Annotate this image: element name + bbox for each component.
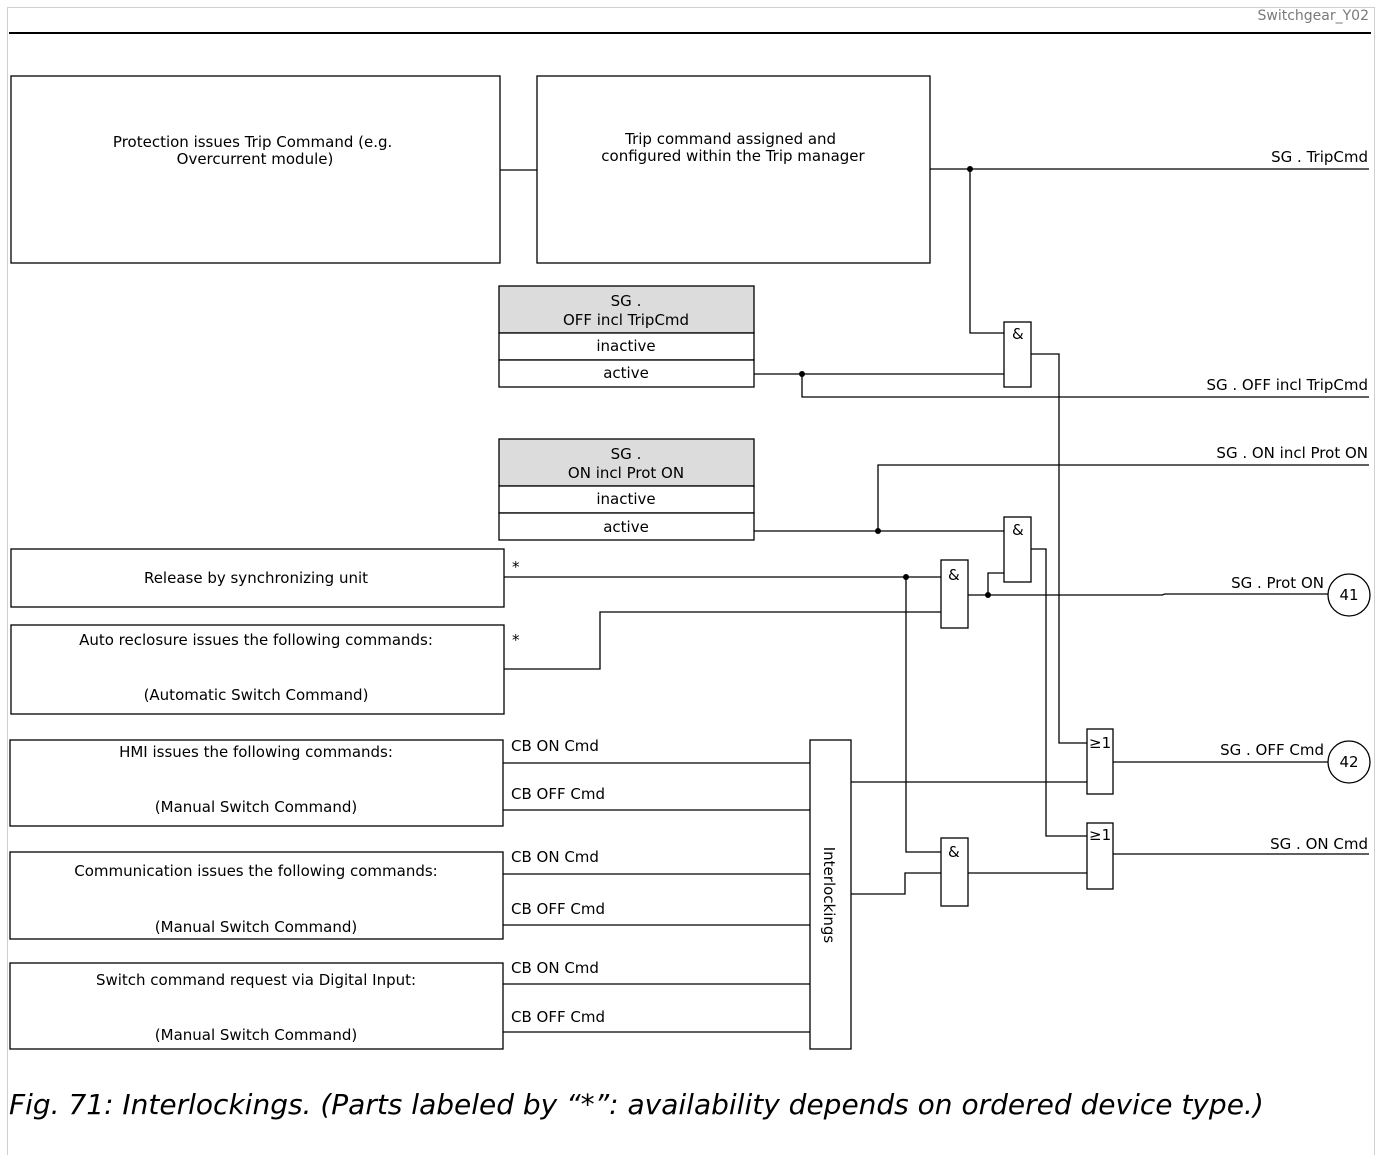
junction-dot (903, 574, 909, 580)
param-off-option-active: active (603, 364, 649, 382)
comm-cb-off-label: CB OFF Cmd (511, 900, 605, 918)
protection-text-line1: Protection issues Trip Command (e.g. (113, 133, 392, 151)
wire-and-release-to-and-prot-on (987, 572, 1004, 595)
protection-text: Protection issues Trip Command (e.g. Ove… (113, 133, 397, 168)
release-sync-text: Release by synchronizing unit (144, 569, 368, 587)
reference-42-label: 42 (1339, 753, 1358, 771)
auto-reclosure-sub: (Automatic Switch Command) (144, 686, 369, 704)
wire-tripcmd-to-and (969, 169, 1004, 334)
di-sub: (Manual Switch Command) (155, 1026, 357, 1044)
param-on-option-active: active (603, 518, 649, 536)
hmi-sub: (Manual Switch Command) (155, 798, 357, 816)
and-gate-release-symbol: & (948, 566, 960, 584)
protection-block (10, 75, 501, 264)
param-off-title-line1: SG . (611, 292, 642, 310)
interlockings-label: Interlockings (820, 847, 838, 944)
and-gate-interlock (940, 837, 969, 907)
header-rule (9, 32, 1371, 34)
interlockings-block (809, 739, 852, 1050)
param-off-title-line2: OFF incl TripCmd (563, 311, 689, 329)
di-title: Switch command request via Digital Input… (96, 971, 416, 989)
signal-on-incl-prot-on: SG . ON incl Prot ON (1216, 444, 1368, 462)
param-off-incl-tripcmd-option-inactive (498, 332, 755, 361)
param-on-title-line2: ON incl Prot ON (568, 464, 684, 482)
signal-prot-on: SG . Prot ON (1231, 574, 1324, 592)
and-gate-interlock-symbol: & (948, 843, 960, 861)
wire-and-prot-on-to-or-on (1031, 548, 1087, 837)
signal-tripcmd: SG . TripCmd (1271, 148, 1368, 166)
or-gate-on (1086, 822, 1114, 890)
junction-dot (985, 592, 991, 598)
junction-dot (967, 166, 973, 172)
trip-manager-text-line1: Trip command assigned and (624, 130, 836, 148)
wire-and-release-out (968, 593, 1328, 596)
signal-off-cmd: SG . OFF Cmd (1220, 741, 1324, 759)
wire-on-incl-prot-on-out (877, 464, 1369, 531)
hmi-title: HMI issues the following commands: (119, 743, 393, 761)
wire-interlock-on-to-and (851, 872, 941, 895)
hmi-cb-off-label: CB OFF Cmd (511, 785, 605, 803)
wire-auto-reclosure-to-and (504, 611, 941, 670)
wire-off-incl-tripcmd-out (801, 374, 1369, 398)
and-gate-prot-on-symbol: & (1012, 521, 1024, 539)
communication-block (9, 851, 504, 940)
hmi-cb-on-label: CB ON Cmd (511, 737, 599, 755)
auto-reclosure-block (10, 624, 505, 715)
reference-circle-42 (1327, 740, 1371, 784)
page-frame (7, 7, 1375, 1155)
star-marker-release: * (512, 558, 520, 576)
trip-manager-block (536, 75, 931, 264)
or-gate-off (1086, 728, 1114, 795)
reference-41-label: 41 (1339, 586, 1358, 604)
reference-circle-41 (1327, 573, 1371, 617)
auto-reclosure-title: Auto reclosure issues the following comm… (79, 631, 433, 649)
param-on-incl-prot-on-option-active (498, 512, 755, 541)
comm-title: Communication issues the following comma… (74, 862, 437, 880)
trip-manager-text: Trip command assigned and configured wit… (601, 130, 865, 165)
and-gate-release (940, 559, 969, 629)
comm-cb-on-label: CB ON Cmd (511, 848, 599, 866)
junction-dot (875, 528, 881, 534)
star-marker-auto-reclosure: * (512, 631, 520, 649)
trip-manager-text-line2: configured within the Trip manager (601, 147, 865, 165)
wire-and-trip-to-or-off (1031, 353, 1087, 744)
signal-on-cmd: SG . ON Cmd (1270, 835, 1368, 853)
hmi-block (9, 739, 504, 827)
param-off-incl-tripcmd-option-active (498, 359, 755, 388)
or-gate-on-symbol: ≥1 (1089, 826, 1111, 844)
and-gate-trip (1003, 321, 1032, 388)
digital-input-block (9, 962, 504, 1050)
param-on-title-line1: SG . (611, 445, 642, 463)
release-sync-block (10, 548, 505, 608)
and-gate-prot-on (1003, 516, 1032, 583)
figure-caption: Fig. 71: Interlockings. (Parts labeled b… (9, 1088, 1264, 1121)
and-gate-trip-symbol: & (1012, 325, 1024, 343)
signal-off-incl-tripcmd: SG . OFF incl TripCmd (1206, 376, 1368, 394)
or-gate-off-symbol: ≥1 (1089, 734, 1111, 752)
di-cb-off-label: CB OFF Cmd (511, 1008, 605, 1026)
wire-release-to-interlock-and (905, 577, 941, 853)
di-cb-on-label: CB ON Cmd (511, 959, 599, 977)
document-id: Switchgear_Y02 (1257, 8, 1370, 24)
protection-text-line2: Overcurrent module) (177, 150, 334, 168)
param-off-option-inactive: inactive (596, 337, 655, 355)
param-on-option-inactive: inactive (596, 490, 655, 508)
comm-sub: (Manual Switch Command) (155, 918, 357, 936)
param-on-incl-prot-on-header (498, 438, 755, 487)
param-off-incl-tripcmd-header (498, 285, 755, 334)
junction-dot (799, 371, 805, 377)
